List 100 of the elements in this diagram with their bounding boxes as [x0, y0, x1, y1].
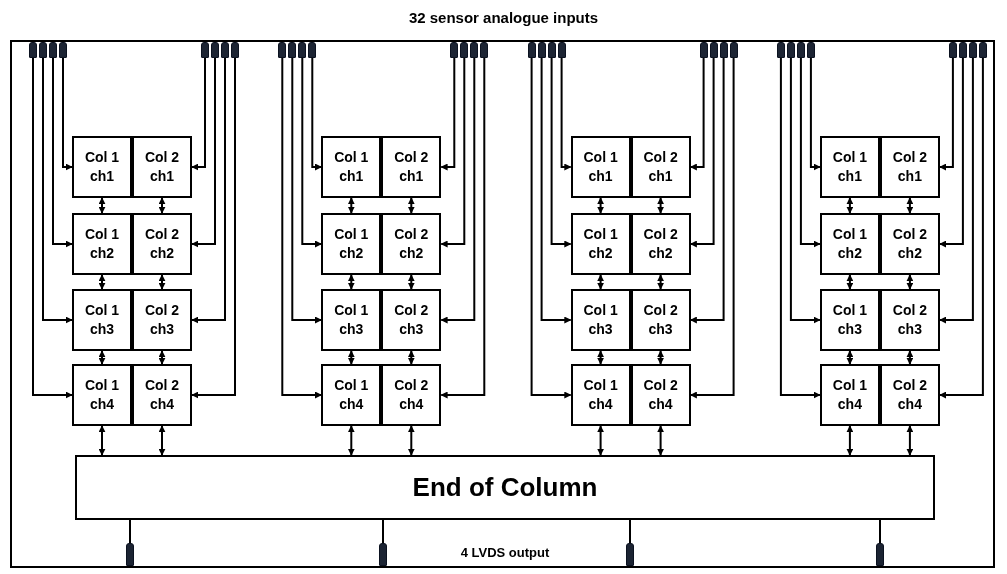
double-arrow [347, 350, 355, 365]
connector-pin [49, 42, 57, 58]
connector-pin [221, 42, 229, 58]
channel-box: Col 1 ch4 [72, 364, 132, 426]
double-arrow [98, 274, 106, 290]
arrow [62, 57, 73, 171]
output-label: 4 LVDS output [459, 545, 551, 560]
double-arrow [98, 350, 106, 365]
chip-outline [10, 40, 995, 568]
channel-box: Col 2 ch1 [132, 136, 192, 198]
double-arrow [657, 350, 665, 365]
connector-pin [709, 42, 718, 58]
double-arrow [158, 425, 166, 456]
connector-pin [450, 42, 459, 58]
connector-pin [201, 42, 209, 58]
connector-pin [288, 42, 297, 58]
channel-box: Col 2 ch3 [381, 289, 442, 351]
arrow [52, 57, 73, 248]
connector-pin [537, 42, 546, 58]
arrow [938, 57, 984, 399]
channel-box: Col 1 ch4 [819, 364, 880, 426]
connector-line [879, 519, 881, 544]
arrow [560, 57, 572, 171]
connector-pin [958, 42, 967, 58]
double-arrow [407, 425, 415, 456]
connector-line [129, 519, 131, 544]
arrow [530, 57, 572, 399]
connector-pin [39, 42, 47, 58]
double-arrow [347, 274, 355, 290]
arrow [191, 57, 206, 171]
double-arrow [906, 425, 914, 456]
channel-box: Col 1 ch3 [72, 289, 132, 351]
channel-box: Col 2 ch1 [381, 136, 442, 198]
channel-box: Col 2 ch3 [630, 289, 691, 351]
arrow [440, 57, 476, 324]
channel-box: Col 1 ch1 [72, 136, 132, 198]
double-arrow [597, 197, 605, 214]
connector-pin [699, 42, 708, 58]
channel-box: Col 1 ch2 [819, 213, 880, 275]
double-arrow [846, 350, 854, 365]
channel-box: Col 2 ch4 [630, 364, 691, 426]
block-box: End of Column [75, 455, 935, 520]
arrow [301, 57, 323, 248]
arrow [689, 57, 735, 399]
double-arrow [597, 350, 605, 365]
arrow [440, 57, 466, 248]
double-arrow [347, 197, 355, 214]
connector-pin [298, 42, 307, 58]
channel-box: Col 2 ch3 [132, 289, 192, 351]
arrow [789, 57, 821, 324]
connector-pin [231, 42, 239, 58]
arrow [311, 57, 323, 171]
double-arrow [657, 274, 665, 290]
arrow [689, 57, 715, 248]
connector-pin [876, 543, 884, 566]
double-arrow [597, 425, 605, 456]
connector-pin [59, 42, 67, 58]
double-arrow [906, 350, 914, 365]
channel-box: Col 2 ch4 [381, 364, 442, 426]
channel-box: Col 1 ch4 [321, 364, 382, 426]
connector-pin [211, 42, 219, 58]
channel-box: Col 1 ch1 [570, 136, 631, 198]
channel-box: Col 2 ch4 [879, 364, 940, 426]
diagram-title: 32 sensor analogue inputs [407, 9, 600, 26]
double-arrow [657, 425, 665, 456]
arrow [938, 57, 964, 248]
channel-box: Col 1 ch3 [570, 289, 631, 351]
double-arrow [407, 274, 415, 290]
arrow [550, 57, 572, 248]
double-arrow [158, 197, 166, 214]
arrow [291, 57, 323, 324]
arrow [281, 57, 323, 399]
arrow [938, 57, 974, 324]
connector-pin [278, 42, 287, 58]
arrow [440, 57, 456, 171]
connector-pin [786, 42, 795, 58]
double-arrow [347, 425, 355, 456]
channel-box: Col 2 ch1 [630, 136, 691, 198]
channel-box: Col 2 ch2 [879, 213, 940, 275]
connector-pin [948, 42, 957, 58]
connector-pin [460, 42, 469, 58]
double-arrow [906, 197, 914, 214]
double-arrow [98, 197, 106, 214]
channel-box: Col 2 ch4 [132, 364, 192, 426]
channel-box: Col 1 ch2 [321, 213, 382, 275]
channel-box: Col 2 ch1 [879, 136, 940, 198]
connector-pin [29, 42, 37, 58]
connector-pin [729, 42, 738, 58]
channel-box: Col 1 ch1 [819, 136, 880, 198]
connector-pin [126, 543, 134, 566]
connector-pin [776, 42, 785, 58]
arrow [799, 57, 821, 248]
double-arrow [906, 274, 914, 290]
arrow [191, 57, 216, 248]
arrow [191, 57, 226, 324]
channel-box: Col 1 ch2 [570, 213, 631, 275]
double-arrow [158, 350, 166, 365]
double-arrow [407, 350, 415, 365]
double-arrow [597, 274, 605, 290]
double-arrow [846, 197, 854, 214]
